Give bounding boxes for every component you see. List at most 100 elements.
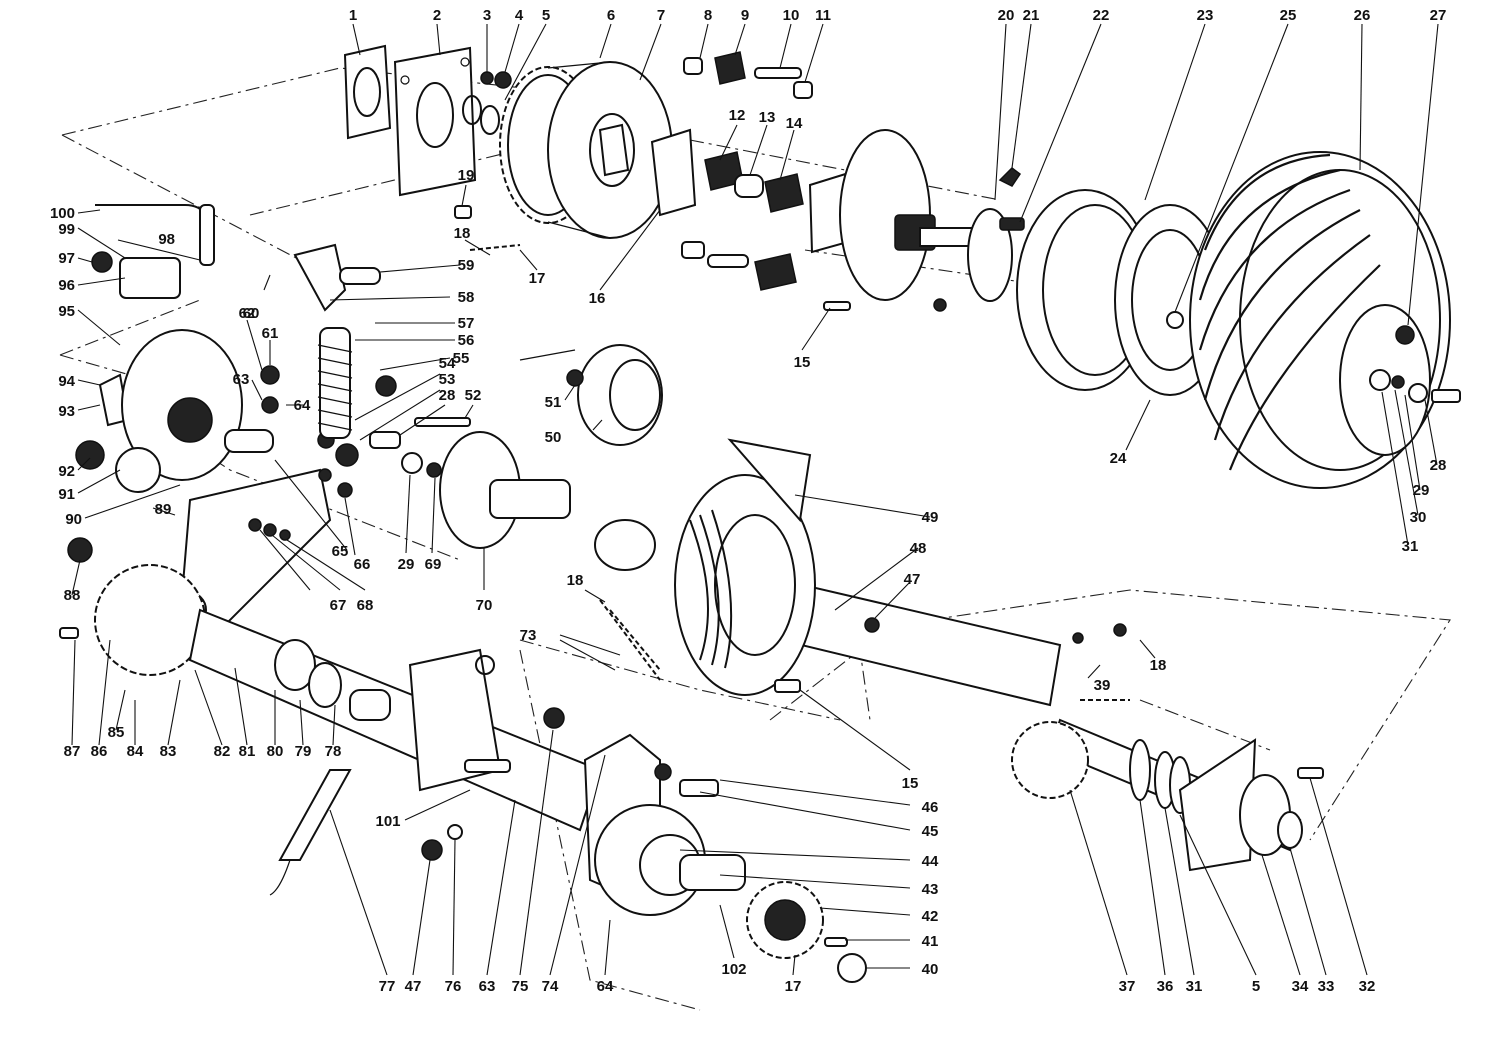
label-84: 84 xyxy=(127,743,144,760)
spring-56 xyxy=(293,243,381,467)
label-88: 88 xyxy=(64,587,81,604)
label-27: 27 xyxy=(1430,7,1447,24)
label-57: 57 xyxy=(458,315,475,332)
label-4: 4 xyxy=(515,7,524,24)
label-50: 50 xyxy=(545,429,562,446)
label-24: 24 xyxy=(1110,450,1127,467)
label-1: 1 xyxy=(349,7,357,24)
label-52: 52 xyxy=(465,387,482,404)
label-97: 97 xyxy=(58,250,75,267)
label-17-lower: 17 xyxy=(785,978,802,995)
label-17: 17 xyxy=(529,270,546,287)
label-64-lower: 64 xyxy=(597,978,614,995)
label-12: 12 xyxy=(729,107,746,124)
label-31-upper: 31 xyxy=(1402,538,1419,555)
label-85: 85 xyxy=(108,724,125,741)
label-94: 94 xyxy=(58,373,75,390)
label-73: 73 xyxy=(520,627,537,644)
label-46: 46 xyxy=(922,799,939,816)
label-77: 77 xyxy=(379,978,396,995)
label-9: 9 xyxy=(741,7,749,24)
label-79: 79 xyxy=(295,743,312,760)
label-25: 25 xyxy=(1280,7,1297,24)
label-87: 87 xyxy=(64,743,81,760)
label-66: 66 xyxy=(354,556,371,573)
label-56: 56 xyxy=(458,332,475,349)
label-102: 102 xyxy=(721,961,746,978)
label-20: 20 xyxy=(998,7,1015,24)
bearing-flange-1 xyxy=(343,44,392,140)
label-18-right: 18 xyxy=(1150,657,1167,674)
label-61: 61 xyxy=(262,325,279,342)
right-shaft xyxy=(1011,623,1324,872)
label-10: 10 xyxy=(783,7,800,24)
label-23: 23 xyxy=(1197,7,1214,24)
pulley-50 xyxy=(519,344,663,446)
leader-lines xyxy=(71,23,1439,976)
label-64-upper: 64 xyxy=(294,397,311,414)
label-33: 33 xyxy=(1318,978,1335,995)
label-3: 3 xyxy=(483,7,491,24)
label-100: 100 xyxy=(50,205,75,222)
label-11: 11 xyxy=(815,7,831,24)
label-22: 22 xyxy=(1093,7,1110,24)
main-axle-48 xyxy=(674,438,1062,707)
part-labels: 1 2 3 4 5 6 7 8 9 10 11 20 21 22 23 25 2… xyxy=(50,7,1446,995)
label-63: 63 xyxy=(233,371,250,388)
label-59: 59 xyxy=(458,257,475,274)
chains xyxy=(469,244,1130,701)
label-40: 40 xyxy=(922,961,939,978)
label-31-lower: 31 xyxy=(1186,978,1203,995)
label-62: 62 xyxy=(239,305,256,322)
label-63-lower: 63 xyxy=(479,978,496,995)
label-81: 81 xyxy=(239,743,256,760)
label-36: 36 xyxy=(1157,978,1174,995)
label-74: 74 xyxy=(542,978,559,995)
label-90: 90 xyxy=(65,511,82,528)
sprocket-17-lower xyxy=(746,881,867,983)
label-15-lower: 15 xyxy=(902,775,919,792)
label-29-left: 29 xyxy=(398,556,415,573)
label-5-lower: 5 xyxy=(1252,978,1260,995)
label-29-right: 29 xyxy=(1413,482,1430,499)
tyre-26 xyxy=(1189,151,1461,489)
label-18-mid: 18 xyxy=(567,572,584,589)
label-47-upper: 47 xyxy=(904,571,921,588)
label-6: 6 xyxy=(607,7,615,24)
label-39: 39 xyxy=(1094,677,1111,694)
label-95: 95 xyxy=(58,303,75,320)
label-98: 98 xyxy=(158,231,175,248)
label-21: 21 xyxy=(1023,7,1040,24)
label-48: 48 xyxy=(910,540,927,557)
label-47-lower: 47 xyxy=(405,978,422,995)
label-53: 53 xyxy=(439,371,456,388)
label-75: 75 xyxy=(512,978,529,995)
label-44: 44 xyxy=(922,853,939,870)
label-96: 96 xyxy=(58,277,75,294)
label-55: 55 xyxy=(453,350,470,367)
label-13: 13 xyxy=(759,109,776,126)
left-linkage xyxy=(59,204,401,676)
label-28-left: 28 xyxy=(439,387,456,404)
label-69: 69 xyxy=(425,556,442,573)
flange-shaft-70 xyxy=(401,417,656,571)
label-19: 19 xyxy=(458,167,475,184)
label-37: 37 xyxy=(1119,978,1136,995)
label-89: 89 xyxy=(155,501,172,518)
label-80: 80 xyxy=(267,743,284,760)
label-101: 101 xyxy=(375,813,400,830)
label-2: 2 xyxy=(433,7,441,24)
label-14: 14 xyxy=(786,115,803,132)
label-82: 82 xyxy=(214,743,231,760)
label-16: 16 xyxy=(589,290,606,307)
label-26: 26 xyxy=(1354,7,1371,24)
label-8: 8 xyxy=(704,7,712,24)
label-7: 7 xyxy=(657,7,665,24)
label-58: 58 xyxy=(458,289,475,306)
label-15: 15 xyxy=(794,354,811,371)
label-54: 54 xyxy=(439,355,456,372)
label-86: 86 xyxy=(91,743,108,760)
label-34: 34 xyxy=(1292,978,1309,995)
label-67: 67 xyxy=(330,597,347,614)
